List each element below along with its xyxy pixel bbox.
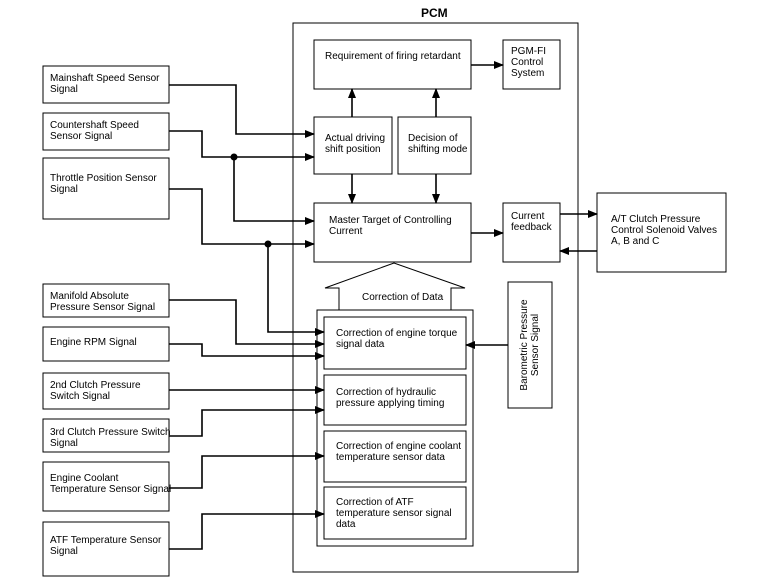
- input-label-mainshaft: Mainshaft Speed Sensor Signal: [50, 73, 160, 95]
- wire-mainshaft: [169, 84, 315, 138]
- box-decision-shifting: [397, 116, 472, 175]
- master-target-label: Master Target of Controlling Current: [329, 215, 452, 237]
- box-actual-driving: [313, 116, 393, 175]
- correction-of-data-arrow: [324, 262, 466, 310]
- box-firing-retardant: [313, 39, 472, 90]
- wire-throttle: [169, 188, 315, 248]
- wire-atf: [169, 510, 325, 550]
- input-label-atf: ATF Temperature Sensor Signal: [50, 535, 162, 557]
- input-box-2nd-clutch: [42, 372, 170, 410]
- corr-hydraulic-label: Correction of hydraulic pressure applyin…: [336, 387, 445, 409]
- barometric-label: Barometric Pressure Sensor Signal: [519, 299, 541, 391]
- actual-driving-label: Actual driving shift position: [325, 133, 386, 155]
- wire-3rd-clutch: [169, 406, 325, 437]
- input-box-coolant: [42, 461, 170, 512]
- wire-countershaft-branch: [233, 157, 315, 225]
- pcm-box: [292, 22, 579, 573]
- wire-countershaft: [169, 130, 315, 161]
- firing-retardant-label: Requirement of firing retardant: [325, 51, 461, 62]
- wire-coolant: [169, 452, 325, 489]
- decision-shifting-label: Decision of shifting mode: [408, 133, 468, 155]
- input-label-coolant: Engine Coolant Temperature Sensor Signal: [50, 473, 172, 495]
- pgm-fi-label: PGM-FI Control System: [511, 46, 546, 79]
- input-label-3rd-clutch: 3rd Clutch Pressure Switch Signal: [50, 427, 171, 449]
- correction-of-data-label: Correction of Data: [362, 292, 444, 303]
- corr-coolant-label: Correction of engine coolant temperature…: [336, 441, 462, 463]
- box-solenoid: [596, 192, 727, 273]
- input-label-2nd-clutch: 2nd Clutch Pressure Switch Signal: [50, 380, 141, 402]
- box-correction-group: [316, 309, 474, 547]
- input-label-engine-rpm: Engine RPM Signal: [50, 337, 137, 348]
- current-feedback-label: Current feedback: [511, 211, 552, 233]
- wire-map: [169, 299, 325, 348]
- corr-engine-torque-label: Correction of engine torque signal data: [336, 328, 458, 350]
- input-label-countershaft: Countershaft Speed Sensor Signal: [50, 120, 139, 142]
- junction-dot: [264, 240, 272, 248]
- wire-engine-rpm: [169, 343, 325, 360]
- wire-throttle-branch: [267, 244, 325, 336]
- box-corr-hydraulic: [323, 374, 467, 426]
- pcm-title: PCM: [421, 6, 448, 20]
- junction-dot: [230, 153, 238, 161]
- input-label-throttle: Throttle Position Sensor Signal: [50, 173, 157, 195]
- corr-atf-label: Correction of ATF temperature sensor sig…: [336, 497, 452, 530]
- solenoid-label: A/T Clutch Pressure Control Solenoid Val…: [611, 214, 717, 247]
- input-label-map: Manifold Absolute Pressure Sensor Signal: [50, 291, 156, 313]
